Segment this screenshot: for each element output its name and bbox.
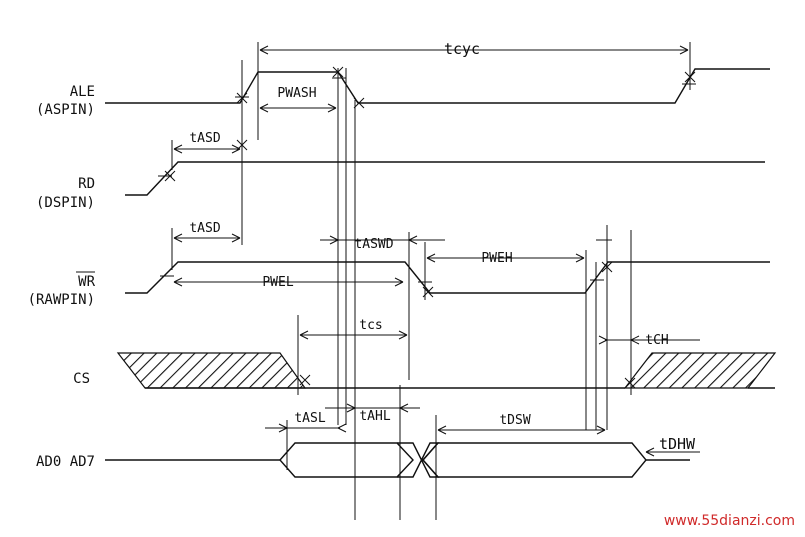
cross-markers (164, 66, 696, 389)
timing-parameter-labels: tcyc PWASH tASD tASD tASWD PWEH PWEL tcs… (189, 40, 696, 453)
signal-labels: ALE (ASPIN) RD (DSPIN) WR (RAWPIN) CS AD… (28, 84, 96, 470)
pw-el-label: PWEL (262, 275, 293, 290)
ad-bus-waveform (105, 442, 690, 478)
t-dsw-label: tDSW (499, 413, 530, 428)
cs-waveform (116, 352, 777, 389)
pw-eh-label: PWEH (481, 251, 512, 266)
t-ahl-label: tAHL (359, 409, 390, 424)
ale-pin-label: (ASPIN) (36, 102, 95, 118)
t-aswd-label: tASWD (354, 237, 393, 252)
wr-waveform (125, 261, 770, 294)
dimension-arrows (173, 45, 700, 457)
t-cs-label: tcs (359, 318, 382, 333)
rd-label: RD (78, 176, 95, 192)
watermark-text: www.55dianzi.com (664, 513, 795, 529)
wr-pin-label: (RAWPIN) (28, 292, 95, 308)
tcyc-label: tcyc (444, 40, 480, 58)
t-ch-label: tCH (645, 333, 668, 348)
wr-label: WR (78, 274, 95, 290)
ad-bus-label: AD0 AD7 (36, 454, 95, 470)
cs-label: CS (73, 371, 90, 387)
t-asl-label: tASL (294, 411, 325, 426)
pw-ash-label: PWASH (277, 86, 316, 101)
rd-waveform (125, 161, 765, 196)
rd-pin-label: (DSPIN) (36, 195, 95, 211)
ale-label: ALE (70, 84, 95, 100)
t-asd-wr-label: tASD (189, 221, 220, 236)
t-asd-rd-label: tASD (189, 131, 220, 146)
t-dhw-label: tDHW (659, 435, 696, 453)
reference-lines (171, 42, 691, 520)
ale-waveform (105, 68, 770, 104)
